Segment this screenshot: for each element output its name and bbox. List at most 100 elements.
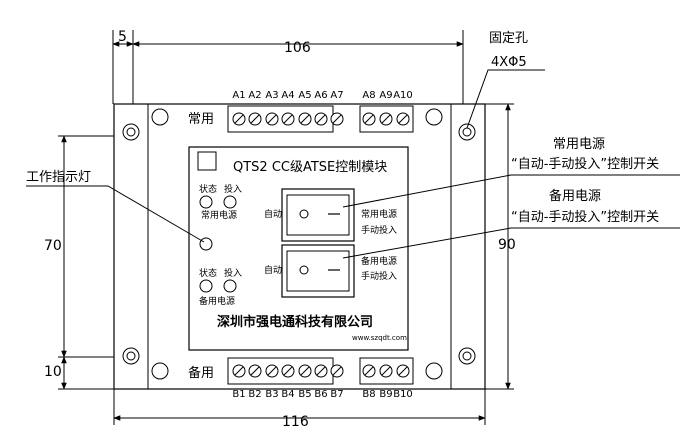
top-pin-label: A2: [248, 90, 261, 101]
indicator-callout-label: 工作指示灯: [26, 170, 91, 185]
work-indicator-led-icon: [199, 237, 213, 251]
bottom-pin-label: B6: [314, 389, 327, 400]
top-terminal-screw-icon[interactable]: [248, 112, 262, 126]
top-terminal-screw-icon[interactable]: [362, 112, 376, 126]
top-terminal-screw-icon[interactable]: [330, 112, 344, 126]
switch2-label-line1: 备用电源: [361, 255, 397, 267]
top-pin-label: A3: [265, 90, 278, 101]
switch1-auto-label: 自动: [264, 208, 282, 220]
mounting-hole-icon: [122, 123, 140, 141]
bottom-terminal-screw-icon[interactable]: [248, 364, 262, 378]
dim-label-106: 106: [284, 40, 311, 56]
top-terminal-screw-icon[interactable]: [379, 112, 393, 126]
top-pin-label: A4: [281, 90, 294, 101]
dim-label-70: 70: [44, 238, 62, 254]
backup-switch-callout-line2: “自动-手动投入”控制开关: [511, 209, 659, 225]
bottom-terminal-screws: [227, 357, 414, 385]
top-terminal-screw-icon[interactable]: [396, 112, 410, 126]
bottom-terminal-screw-icon[interactable]: [330, 364, 344, 378]
top-terminal-screw-icon[interactable]: [265, 112, 279, 126]
switch1-label-line2: 手动投入: [361, 224, 397, 236]
main-switch-leader-line: [342, 174, 680, 208]
panel-title: QTS2 CC级ATSE控制模块: [233, 160, 387, 175]
main-state-led-icon: [199, 195, 213, 209]
backup-switch-leader-line: [342, 227, 680, 259]
mounting-holes: [122, 108, 476, 380]
dim-label-90: 90: [498, 237, 516, 253]
main-source-auto-manual-switch[interactable]: [286, 194, 350, 236]
bottom-pin-label: B9: [379, 389, 392, 400]
indicator-input-label: 投入: [224, 183, 242, 195]
bottom-terminal-screw-icon[interactable]: [298, 364, 312, 378]
lower-group-label: 备用电源: [199, 295, 235, 307]
top-pin-label: A6: [314, 90, 327, 101]
bottom-pin-label: B7: [330, 389, 343, 400]
top-terminal-screw-icon[interactable]: [298, 112, 312, 126]
bottom-dimension: 116: [113, 389, 486, 430]
bottom-pin-label: B8: [362, 389, 375, 400]
indicator-input-label-lower: 投入: [224, 267, 242, 279]
bottom-pin-label: B3: [265, 389, 278, 400]
top-pin-label: A7: [330, 90, 343, 101]
mounting-hole-icon: [458, 347, 476, 365]
indicator-leader-line: [26, 185, 205, 243]
bottom-terminal-screw-icon[interactable]: [362, 364, 376, 378]
top-pin-label: A5: [298, 90, 311, 101]
right-dimension: 90: [485, 103, 516, 390]
bottom-pin-label: B2: [248, 389, 261, 400]
bottom-pin-label: B4: [281, 389, 294, 400]
switch2-rocker[interactable]: [286, 250, 350, 292]
bottom-terminal-screw-icon[interactable]: [265, 364, 279, 378]
main-input-led-icon: [223, 195, 237, 209]
mount-hole-label: 固定孔: [489, 31, 528, 46]
backup-switch-callout-line1: 备用电源: [549, 188, 601, 204]
top-terminal-screw-icon[interactable]: [314, 112, 328, 126]
switch1-o-icon: [299, 209, 309, 219]
indicator-callout: 工作指示灯: [26, 170, 205, 243]
dim-label-5: 5: [118, 29, 127, 45]
switch2-o-icon: [299, 265, 309, 275]
top-terminal-label: 常用: [188, 112, 214, 127]
bottom-terminal-screw-icon[interactable]: [379, 364, 393, 378]
backup-source-auto-manual-switch[interactable]: [286, 250, 350, 292]
bottom-terminal-screw-icon[interactable]: [281, 364, 295, 378]
top-pin-label: A1: [232, 90, 245, 101]
top-pin-label: A10: [393, 90, 413, 101]
switch2-label-line2: 手动投入: [361, 270, 397, 282]
top-dimension: 5 106: [112, 29, 464, 104]
bottom-terminal-screw-icon[interactable]: [232, 364, 246, 378]
switch1-label-line1: 常用电源: [361, 208, 397, 220]
mounting-hole-icon: [122, 347, 140, 365]
panel-frame: [188, 146, 409, 351]
top-terminal-screw-icon[interactable]: [281, 112, 295, 126]
board-hole-icon: [151, 362, 169, 380]
company-name: 深圳市强电通科技有限公司: [217, 314, 373, 330]
mount-hole-leader-line: [466, 69, 545, 129]
panel-logo-box: [197, 151, 217, 171]
switch2-frame: [281, 244, 355, 298]
dim-label-116: 116: [282, 414, 309, 430]
mount-hole-spec: 4XΦ5: [491, 55, 527, 70]
bottom-pin-label: B10: [393, 389, 413, 400]
backup-switch-callout: 备用电源 “自动-手动投入”控制开关: [342, 188, 680, 259]
board-hole-icon: [425, 108, 443, 126]
indicator-state-label: 状态: [199, 183, 217, 195]
bottom-terminal-screw-icon[interactable]: [314, 364, 328, 378]
switch1-rocker[interactable]: [286, 194, 350, 236]
main-switch-callout-line1: 常用电源: [553, 137, 605, 152]
switch1-frame: [281, 188, 355, 242]
main-switch-callout-line2: “自动-手动投入”控制开关: [511, 156, 659, 172]
main-switch-callout: 常用电源 “自动-手动投入”控制开关: [342, 137, 680, 208]
bottom-pin-label: B1: [232, 389, 245, 400]
upper-group-label: 常用电源: [201, 209, 237, 221]
top-terminal-screw-icon[interactable]: [232, 112, 246, 126]
bottom-terminal-screw-icon[interactable]: [396, 364, 410, 378]
control-panel: QTS2 CC级ATSE控制模块 状态 投入 常用电源 状态 投入 备用电源 自…: [188, 146, 409, 351]
backup-input-led-icon: [223, 279, 237, 293]
top-pin-label: A9: [379, 90, 392, 101]
